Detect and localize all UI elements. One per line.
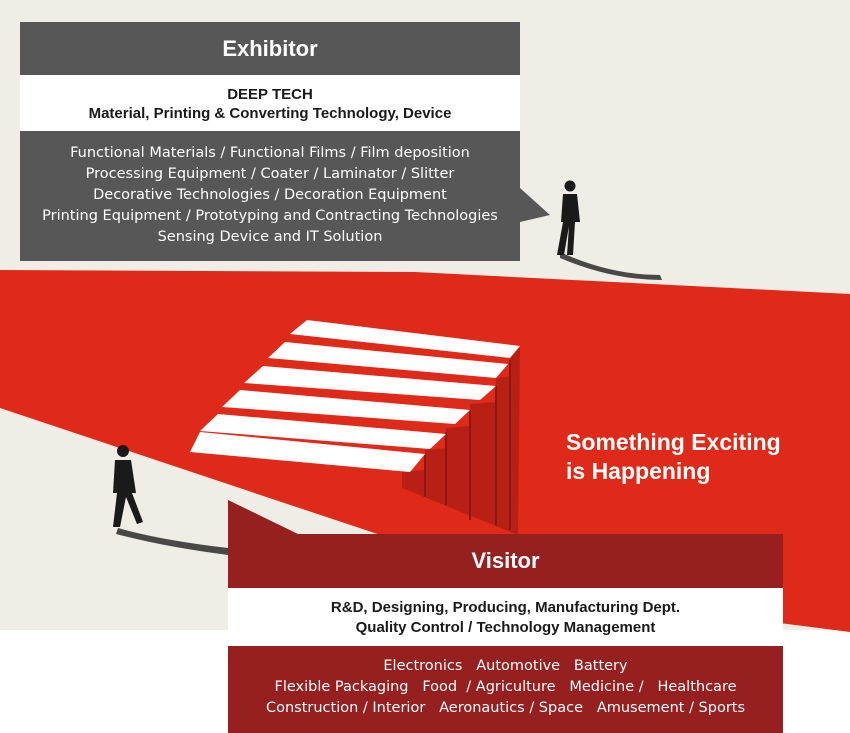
tagline: Something Exciting is Happening [566,428,781,486]
visitor-item: Electronics Automotive Battery [383,658,628,674]
exhibitor-item: Functional Materials / Functional Films … [70,145,470,161]
exhibitor-item: Processing Equipment / Coater / Laminato… [85,166,455,182]
visitor-items: Electronics Automotive Battery Flexible … [228,646,783,733]
exhibitor-subtitle: DEEP TECH Material, Printing & Convertin… [20,75,520,131]
visitor-item: Construction / Interior Aeronautics / Sp… [265,700,746,716]
visitor-subtitle-line: R&D, Designing, Producing, Manufacturing… [330,599,681,616]
staircase [190,320,520,535]
exhibitor-subtitle-line: DEEP TECH [227,86,313,103]
visitor-panel: Visitor R&D, Designing, Producing, Manuf… [228,534,783,733]
visitor-subtitle-line: Quality Control / Technology Management [355,619,656,636]
visitor-title: Visitor [228,534,783,588]
businessman-figure-top [557,180,662,280]
tagline-line: is Happening [566,458,711,484]
exhibitor-items: Functional Materials / Functional Films … [20,131,520,261]
businessman-figure-bottom [113,445,228,555]
exhibitor-title: Exhibitor [20,22,520,75]
visitor-item: Flexible Packaging Food / Agriculture Me… [274,679,737,695]
exhibitor-item: Printing Equipment / Prototyping and Con… [42,208,498,224]
exhibitor-panel: Exhibitor DEEP TECH Material, Printing &… [20,22,520,261]
visitor-subtitle: R&D, Designing, Producing, Manufacturing… [228,588,783,646]
exhibitor-item: Decorative Technologies / Decoration Equ… [93,187,447,203]
exhibitor-bubble-tail [520,188,550,222]
exhibitor-item: Sensing Device and IT Solution [157,229,383,245]
tagline-line: Something Exciting [566,429,781,455]
exhibitor-subtitle-line: Material, Printing & Converting Technolo… [88,105,452,122]
